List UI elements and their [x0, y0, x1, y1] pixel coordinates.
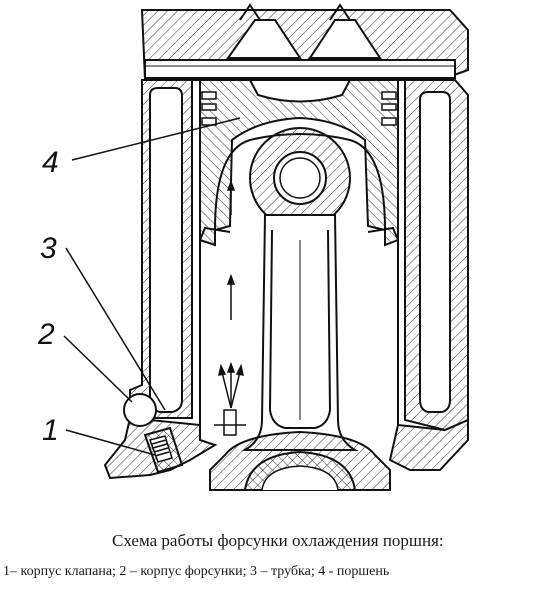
cylinder-head	[140, 3, 469, 81]
callout-2: 2	[37, 318, 55, 351]
callout-1: 1	[42, 414, 59, 447]
leader-lines	[63, 117, 241, 456]
oil-flow-arrows	[218, 179, 244, 409]
caption-legend: 1– корпус клапана; 2 – корпус форсунки; …	[3, 564, 390, 579]
caption-title: Схема работы форсунки охлаждения поршня:	[112, 531, 444, 550]
piston	[199, 79, 399, 247]
connecting-rod	[199, 127, 399, 491]
callout-4: 4	[42, 146, 59, 179]
callout-3: 3	[40, 232, 57, 265]
cylinder-block	[129, 79, 469, 432]
